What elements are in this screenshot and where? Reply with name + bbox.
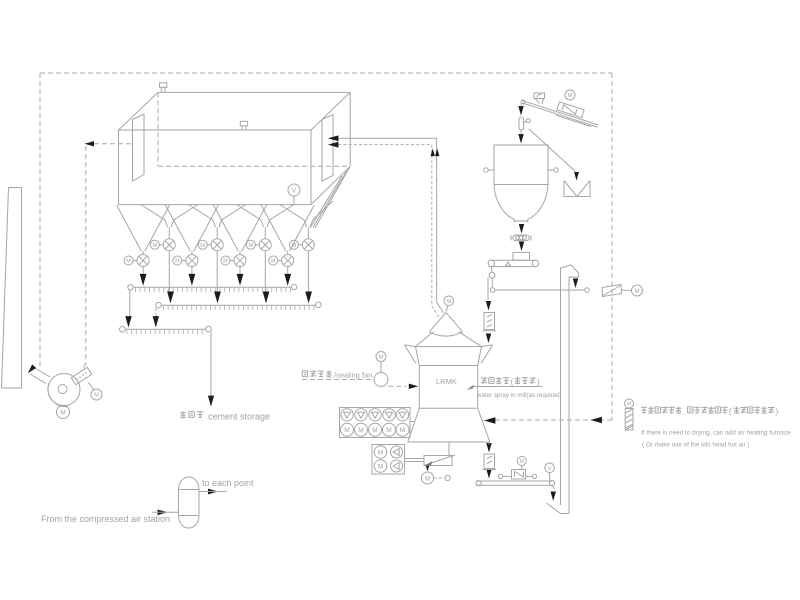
svg-text:( Or make use of the kiln head: ( Or make use of the kiln head hot air ): [642, 442, 749, 449]
svg-text:M: M: [386, 427, 391, 434]
svg-text:/sealing fan: /sealing fan: [334, 370, 372, 379]
svg-text:M: M: [447, 299, 452, 305]
svg-text:From the compressed air statio: From the compressed air station: [41, 514, 170, 524]
svg-text:to each point: to each point: [202, 478, 254, 488]
svg-text:M: M: [344, 427, 349, 434]
svg-text:,: ,: [683, 409, 685, 416]
svg-text:M: M: [94, 393, 99, 399]
svg-text:M: M: [568, 93, 573, 99]
svg-text:M: M: [520, 459, 524, 465]
svg-text:M: M: [378, 463, 383, 470]
svg-text:M: M: [379, 355, 384, 361]
svg-text:M: M: [372, 427, 377, 434]
svg-text:cement storage: cement storage: [208, 412, 270, 422]
svg-text:M: M: [358, 427, 363, 434]
svg-text:M: M: [627, 402, 631, 408]
svg-text:M: M: [378, 449, 383, 456]
svg-text:water spray in mill(as require: water spray in mill(as required): [476, 392, 562, 399]
svg-text:M: M: [635, 289, 640, 295]
svg-text:(: (: [729, 407, 732, 416]
svg-text:): ): [537, 377, 540, 386]
svg-text:(: (: [511, 377, 514, 386]
svg-text:V: V: [548, 466, 552, 472]
svg-text:V: V: [292, 188, 296, 194]
svg-text:): ): [776, 407, 779, 416]
svg-text:M: M: [60, 410, 65, 417]
svg-text:M: M: [425, 476, 430, 482]
svg-text:LRMK: LRMK: [436, 377, 457, 386]
svg-text:M: M: [400, 427, 405, 434]
svg-text:If there is need to drying, ca: If there is need to drying, can add air …: [641, 429, 791, 436]
